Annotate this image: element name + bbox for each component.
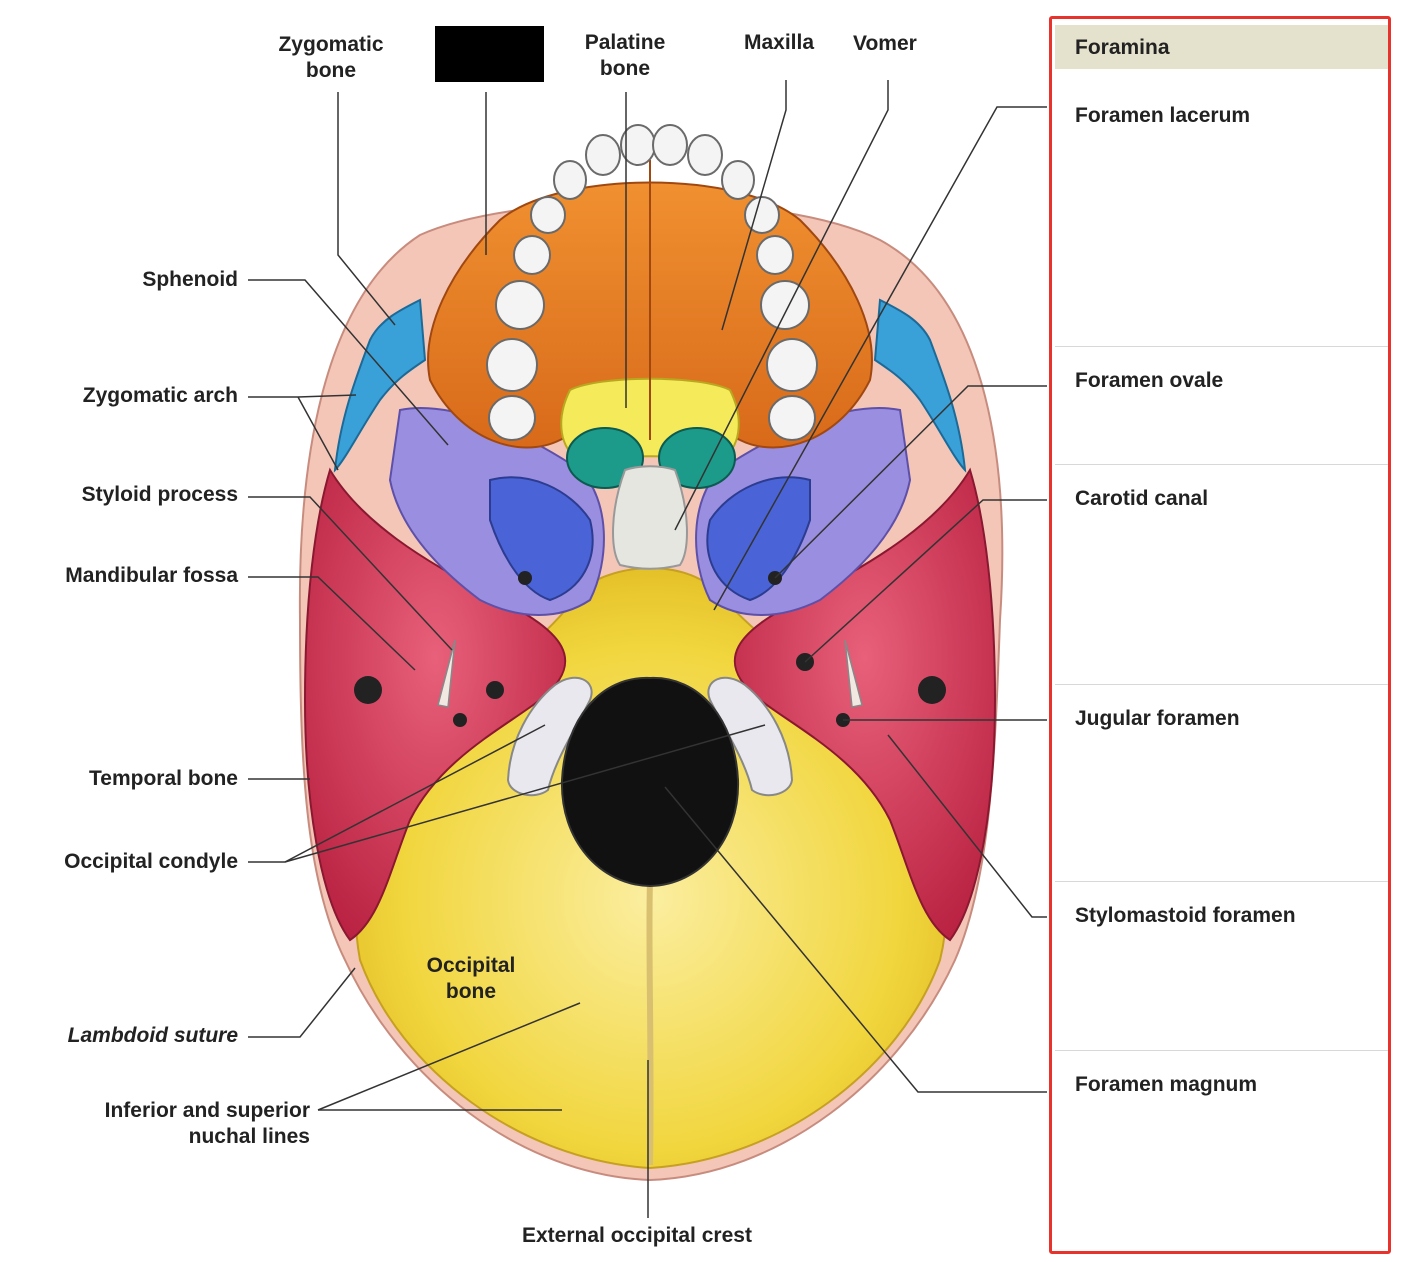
leader-maxilla — [721, 80, 787, 331]
foramen-dot — [518, 571, 532, 585]
zygomatic-right-shape — [873, 298, 967, 473]
label-zygomatic-arch: Zygomatic arch — [82, 384, 238, 407]
leader-mandibular — [248, 576, 416, 671]
leader-sphenoid — [248, 279, 449, 446]
foramina-row: Foramen lacerum — [1055, 82, 1388, 347]
small-foramina — [354, 571, 946, 727]
leader-stylomastoid — [887, 734, 1047, 918]
tooth-shape — [488, 395, 536, 441]
foramen-dot — [486, 681, 504, 699]
foramen-label: Stylomastoid foramen — [1075, 904, 1296, 927]
label-styloid-process: Styloid process — [81, 483, 238, 506]
foramina-panel-header: Foramina — [1055, 25, 1388, 69]
occipital-condyle-right-shape — [707, 676, 794, 797]
tooth-shape — [721, 160, 755, 200]
label-maxilla: Maxilla — [744, 31, 815, 54]
leader-ovale — [774, 385, 1047, 579]
tooth-shape — [553, 160, 587, 200]
label-lambdoid-suture: Lambdoid suture — [67, 1024, 238, 1047]
zygomatic-left-shape — [333, 298, 427, 473]
styloid-process-right-shape — [844, 639, 863, 708]
label-temporal-bone: Temporal bone — [89, 767, 238, 790]
pterygoid-left-shape — [489, 476, 594, 602]
leader-carotid — [804, 499, 1047, 663]
leader-zygomatic-bone — [337, 92, 396, 326]
foramina-panel: Foramina Foramen lacerum Foramen ovale C… — [1049, 16, 1391, 1254]
tooth-shape — [530, 196, 566, 234]
label-nuchal-lines: Inferior and superior nuchal lines — [104, 1099, 310, 1148]
foramina-row: Foramen magnum — [1055, 1051, 1388, 1251]
foramen-dot — [453, 713, 467, 727]
foramen-magnum-shape — [560, 676, 740, 888]
teeth — [486, 124, 818, 441]
label-vomer: Vomer — [853, 32, 917, 55]
vomer-shape — [612, 465, 688, 570]
leader-lacerum — [713, 106, 1047, 611]
foramen-dot — [918, 676, 946, 704]
styloid-process-left-shape — [437, 639, 456, 708]
tooth-shape — [585, 134, 621, 176]
foramen-label: Jugular foramen — [1075, 707, 1240, 730]
foramen-label: Carotid canal — [1075, 487, 1209, 510]
label-mandibular-fossa: Mandibular fossa — [65, 564, 238, 587]
foramen-label: Foramen ovale — [1075, 369, 1224, 392]
foramina-row: Foramen ovale — [1055, 347, 1388, 465]
foramina-row: Stylomastoid foramen — [1055, 882, 1388, 1051]
label-zygomatic-bone: Zygomatic bone — [278, 33, 384, 82]
foramen-dot — [354, 676, 382, 704]
leader-vomer — [674, 80, 889, 531]
label-occipital-condyle: Occipital condyle — [64, 850, 238, 873]
leader-magnum — [664, 786, 1047, 1093]
tooth-shape — [652, 124, 688, 166]
redacted-label-box — [435, 26, 544, 82]
tooth-shape — [687, 134, 723, 176]
tooth-shape — [768, 395, 816, 441]
label-external-occipital-crest: External occipital crest — [522, 1224, 752, 1247]
occipital-crest-shape — [646, 879, 654, 1166]
leader-lambdoid — [248, 967, 356, 1038]
tooth-shape — [744, 196, 780, 234]
foramen-label: Foramen magnum — [1075, 1073, 1258, 1096]
label-palatine-bone: Palatine bone — [584, 31, 666, 80]
tooth-shape — [760, 280, 810, 330]
leader-condyle-b — [284, 724, 766, 863]
tooth-shape — [756, 235, 794, 275]
leader-lines — [248, 80, 1047, 1218]
leader-styloid — [248, 496, 453, 651]
label-sphenoid: Sphenoid — [142, 268, 238, 291]
foramina-row: Jugular foramen — [1055, 685, 1388, 882]
foramen-label: Foramen lacerum — [1075, 104, 1251, 127]
leader-zygomatic-arch-b — [297, 396, 339, 471]
tooth-shape — [495, 280, 545, 330]
leader-nuchal-a — [317, 1002, 581, 1111]
foramina-row: Carotid canal — [1055, 465, 1388, 685]
label-occipital-bone: Occipital bone — [426, 954, 516, 1003]
tooth-shape — [766, 338, 818, 392]
foramina-panel-title: Foramina — [1075, 36, 1170, 59]
tooth-shape — [513, 235, 551, 275]
occipital-condyle-left-shape — [506, 676, 593, 797]
tooth-shape — [486, 338, 538, 392]
